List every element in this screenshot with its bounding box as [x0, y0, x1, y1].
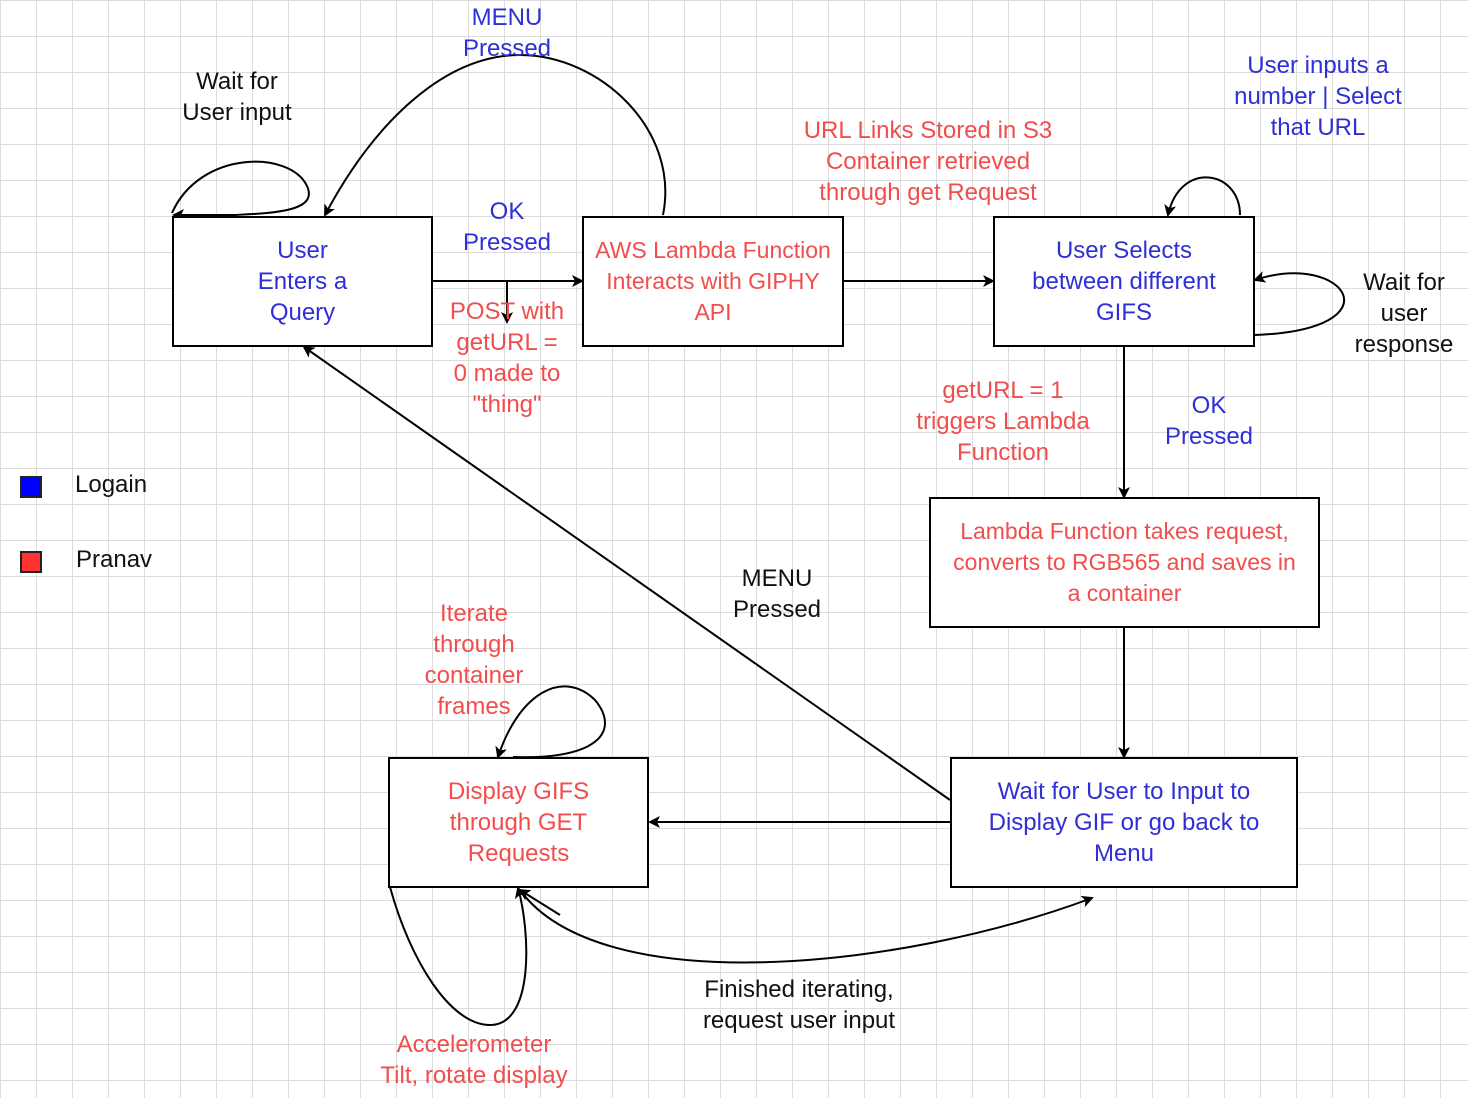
node-display-gifs-get: Display GIFS through GET Requests — [388, 757, 649, 888]
label-post-geturl-zero: POST with getURL = 0 made to "thing" — [449, 298, 565, 418]
edge-finished-to-wait — [519, 889, 1094, 964]
node-lambda-convert-rgb565: Lambda Function takes request, converts … — [929, 497, 1320, 628]
edge-menu-diagonal — [302, 345, 951, 801]
edge-loop-accelerometer — [389, 886, 528, 1027]
label-ok-pressed-right: OK Pressed — [1164, 392, 1254, 450]
legend-label-logain: Logain — [75, 471, 148, 498]
edge-finished-back-tip — [518, 888, 561, 916]
label-menu-pressed-middle: MENU Pressed — [732, 565, 822, 623]
label-wait-for-user-input: Wait for User input — [182, 68, 292, 126]
node-user-enters-query: User Enters a Query — [172, 216, 433, 347]
label-s3-url-links: URL Links Stored in S3 Container retriev… — [803, 117, 1053, 206]
edge-loop-user-query — [171, 160, 310, 221]
label-ok-pressed-top: OK Pressed — [462, 198, 552, 256]
node-aws-lambda-giphy: AWS Lambda Function Interacts with GIPHY… — [582, 216, 844, 347]
label-user-inputs-number: User inputs a number | Select that URL — [1234, 52, 1402, 141]
legend-swatch-logain — [20, 476, 42, 498]
label-menu-pressed-top: MENU Pressed — [462, 4, 552, 62]
label-geturl-one-triggers: getURL = 1 triggers Lambda Function — [916, 377, 1090, 466]
label-wait-for-user-response: Wait for user response — [1354, 269, 1454, 358]
label-iterate-container-frames: Iterate through container frames — [424, 600, 524, 720]
legend-swatch-pranav — [20, 551, 42, 573]
node-user-selects-gifs: User Selects between different GIFS — [993, 216, 1255, 347]
edge-loop-display-iterate — [495, 685, 606, 759]
edge-loop-user-select-right — [1253, 271, 1345, 336]
edge-menu-arc-top — [324, 53, 667, 217]
label-finished-iterating: Finished iterating, request user input — [702, 976, 896, 1034]
node-wait-for-user-display: Wait for User to Input to Display GIF or… — [950, 757, 1298, 888]
legend-label-pranav: Pranav — [76, 546, 153, 573]
label-accelerometer-tilt: Accelerometer Tilt, rotate display — [380, 1031, 568, 1089]
edge-loop-user-select-top — [1164, 176, 1241, 217]
